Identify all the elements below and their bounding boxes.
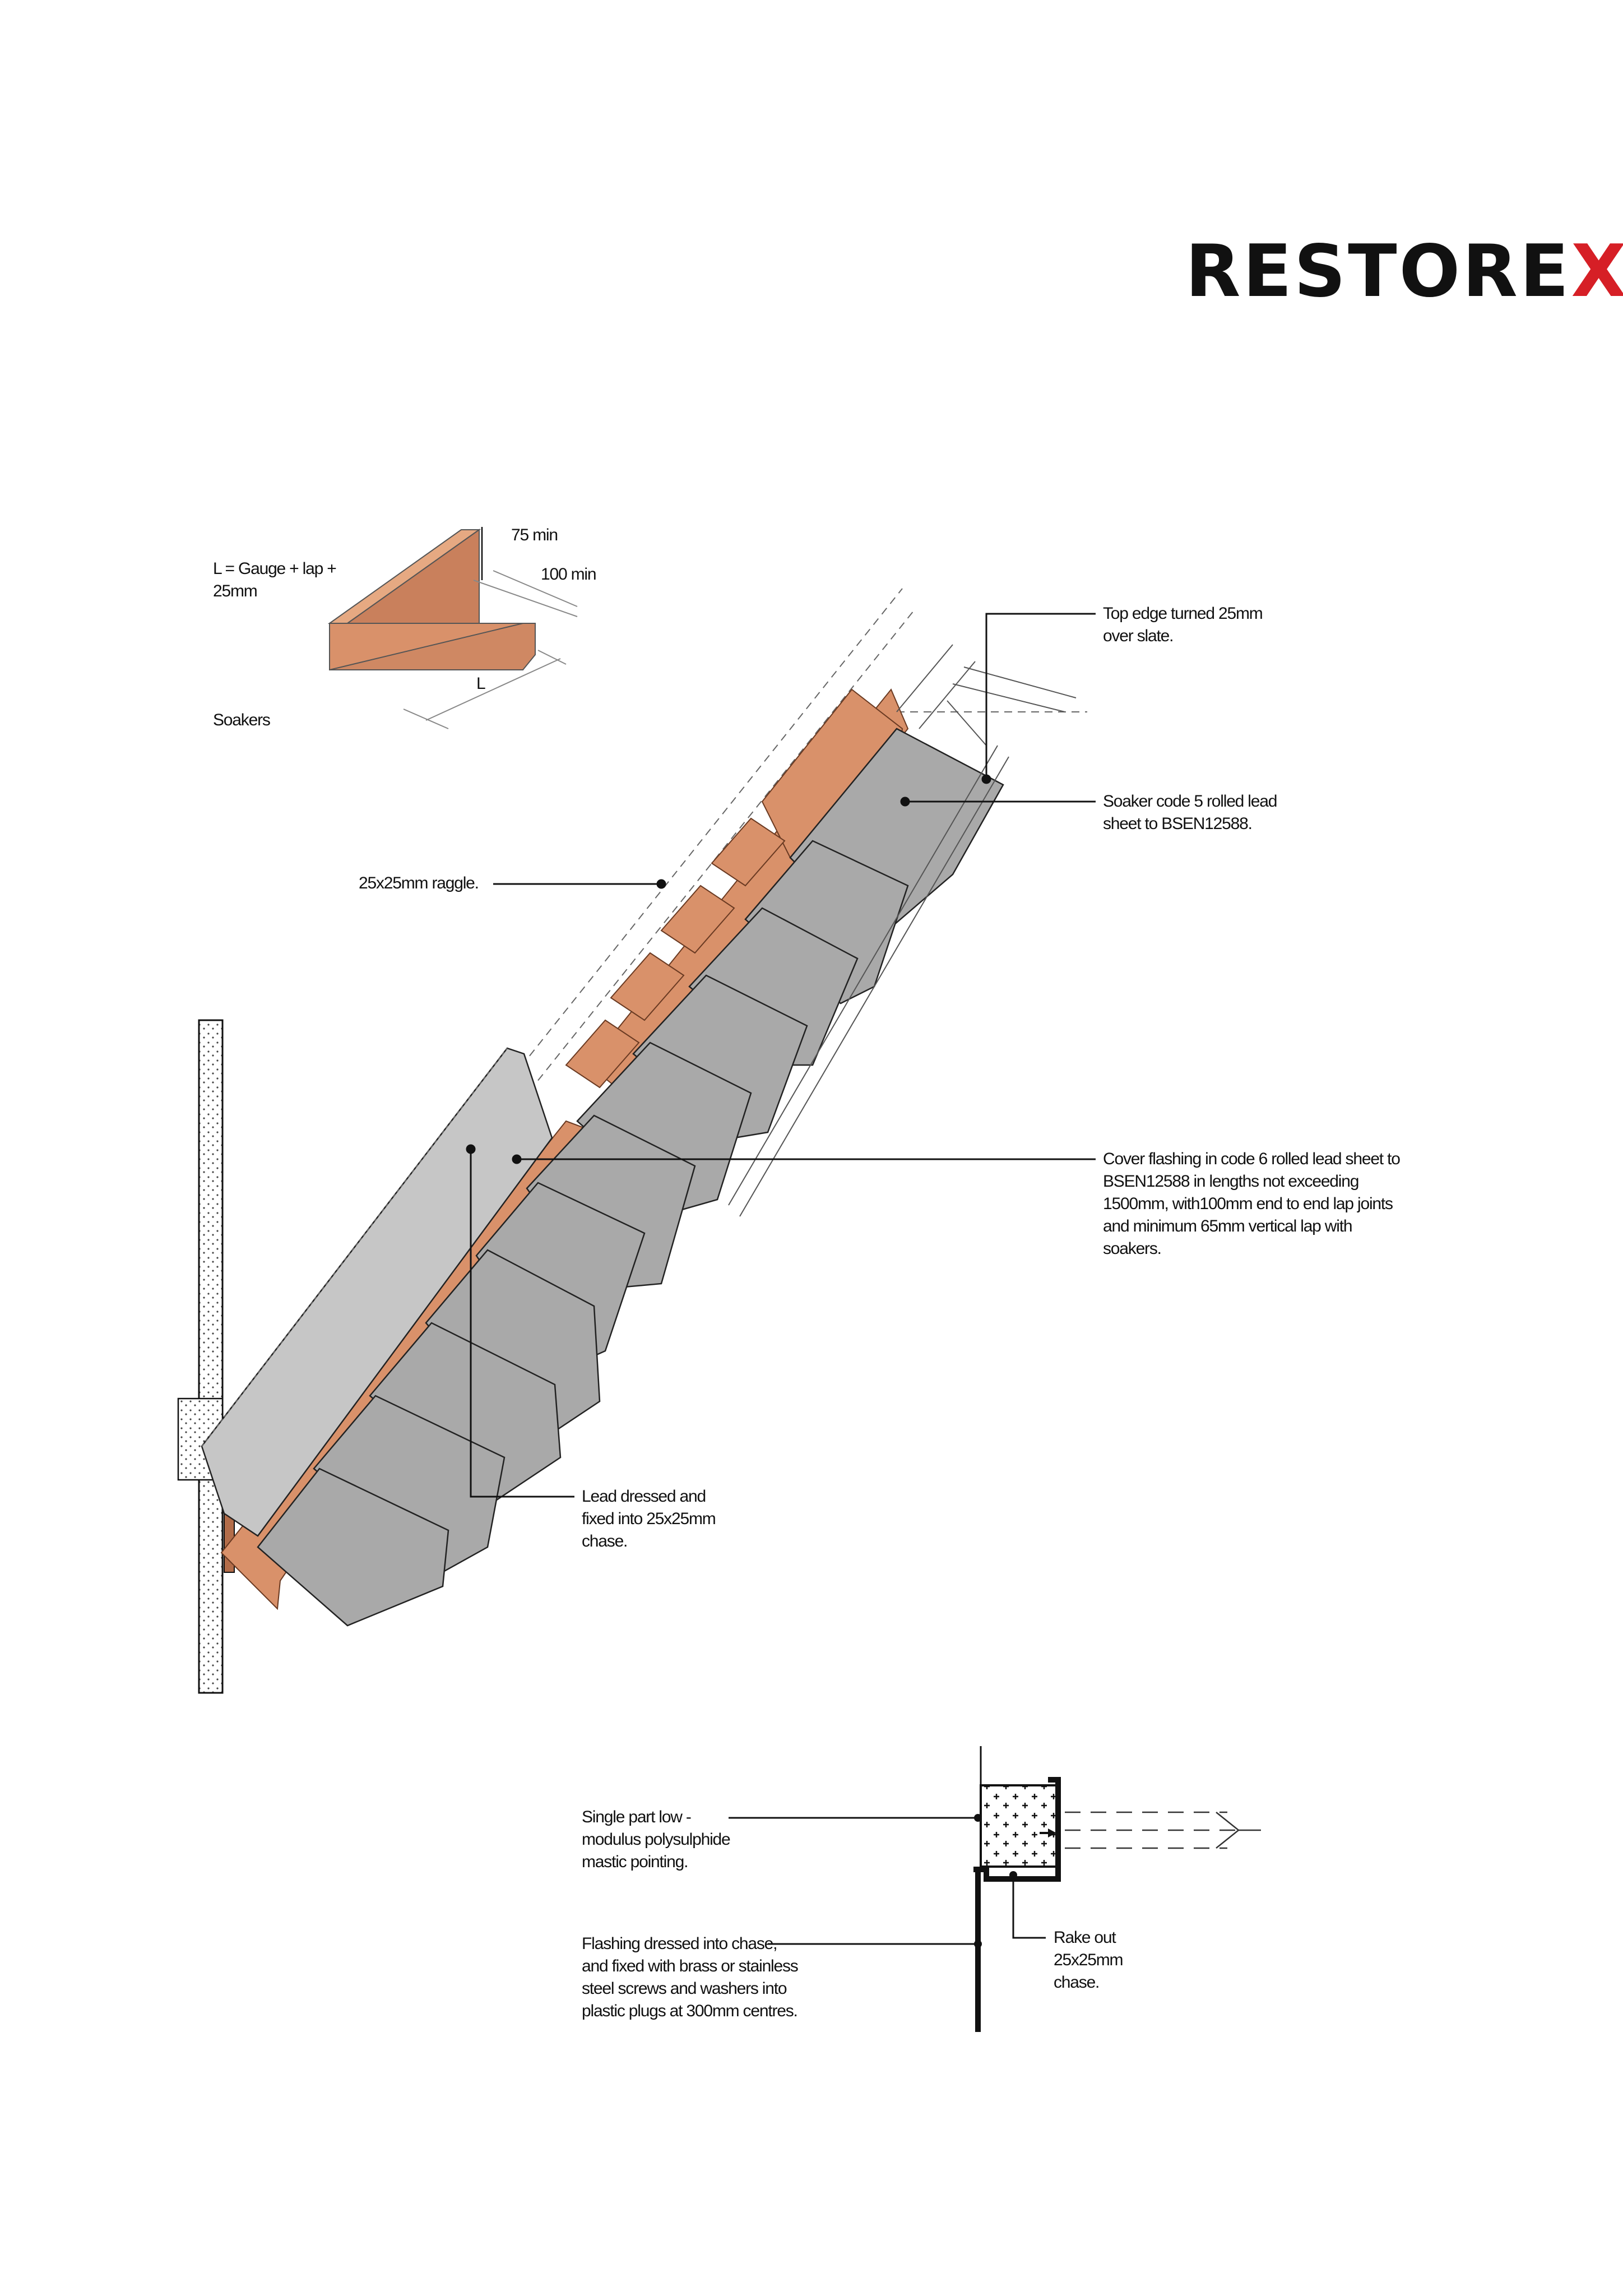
logo-text: RESTORE	[1185, 230, 1571, 313]
masonry-wall	[177, 1019, 235, 1694]
soaker-formula-label: L = Gauge + lap + 25mm	[213, 559, 337, 600]
slate-courses	[257, 728, 1004, 1627]
soaker-code-label: Soaker code 5 rolled lead sheet to BSEN1…	[1103, 792, 1277, 833]
raggle-label: 25x25mm raggle.	[359, 874, 479, 892]
cover-flashing	[201, 1047, 553, 1537]
dim-100-label: 100 min	[541, 565, 597, 584]
rake-out-label: Rake out 25x25mm chase.	[1054, 1928, 1124, 1992]
lead-dressed-label: Lead dressed and fixed into 25x25mm chas…	[582, 1487, 716, 1550]
restorex-logo: RESTOREX	[1185, 235, 1623, 308]
soakers-label: Soakers	[213, 711, 271, 729]
flashing-chase-label: Flashing dressed into chase, and fixed w…	[582, 1934, 799, 2020]
leader-lines	[466, 613, 1096, 1498]
logo-x-mark: X	[1571, 230, 1623, 313]
top-edge-label: Top edge turned 25mm over slate.	[1103, 604, 1263, 645]
dim-L-label: L	[476, 674, 486, 693]
soaker-detail	[327, 527, 578, 729]
chase-section	[729, 1746, 1261, 2032]
cover-flashing-label: Cover flashing in code 6 rolled lead she…	[1103, 1150, 1401, 1258]
mastic-label: Single part low - modulus polysulphide m…	[582, 1808, 731, 1871]
dim-75-label: 75 min	[511, 526, 558, 544]
slate-battens	[728, 644, 1077, 1217]
